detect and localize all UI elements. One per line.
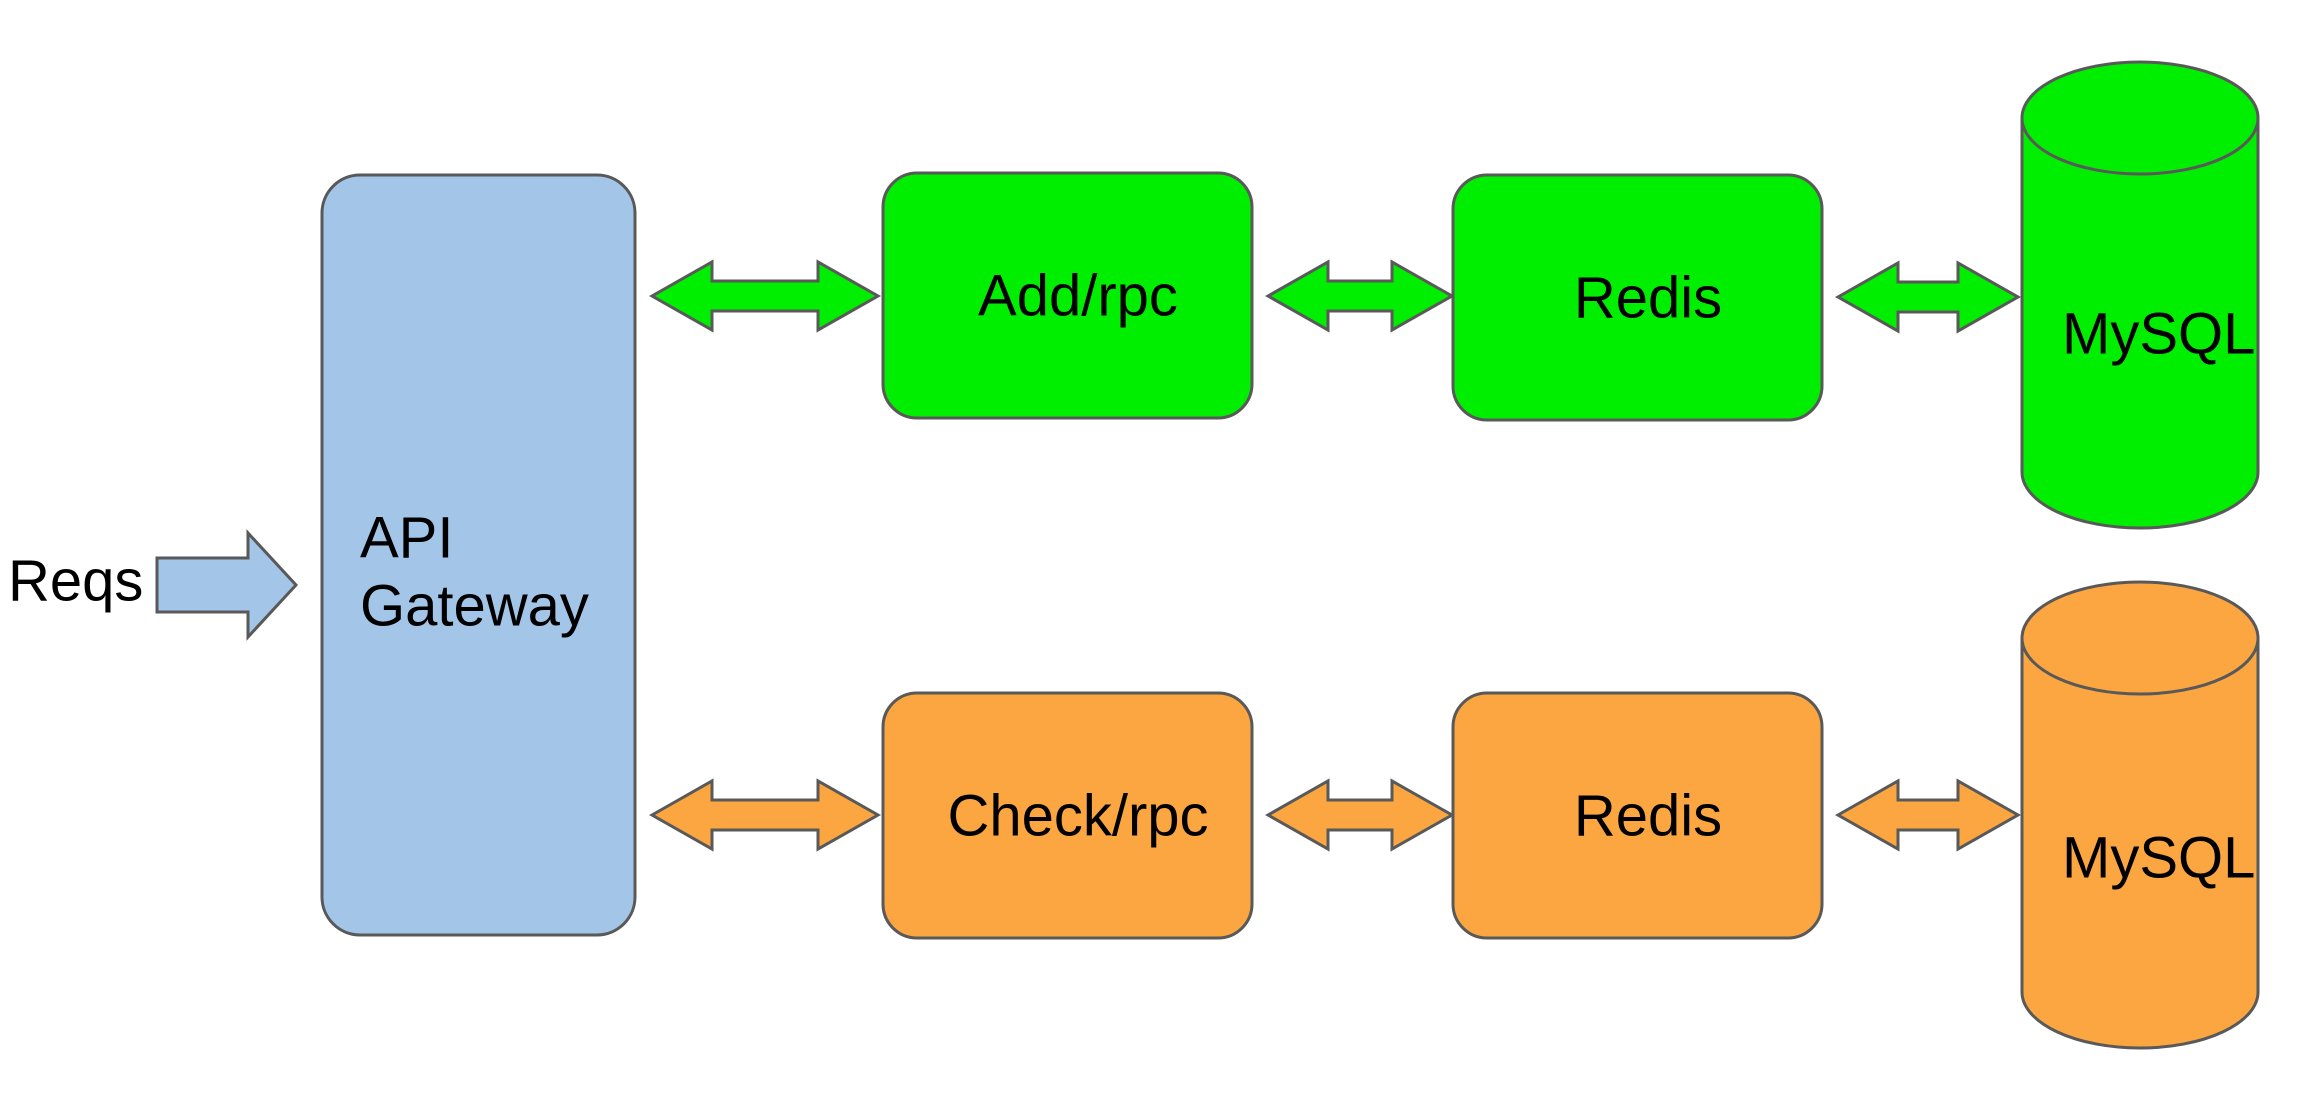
redis-add-node[interactable]	[1451, 173, 1824, 422]
incoming-request-arrow-icon	[155, 529, 299, 641]
add-rpc-node[interactable]	[881, 171, 1254, 420]
mysql-add-node[interactable]	[2020, 60, 2260, 530]
connector-check-rpc-to-redis	[1264, 778, 1456, 852]
mysql-add-label: MySQL	[2062, 301, 2255, 366]
mysql-check-cylinder-top-ellipse	[2020, 637, 2260, 696]
reqs-label: Reqs	[8, 548, 143, 613]
connector-redis-to-mysql-add	[1834, 260, 2022, 334]
check-rpc-label: Check/rpc	[947, 783, 1208, 848]
api-gateway-label-line2: Gateway	[360, 573, 589, 638]
check-rpc-node[interactable]	[881, 691, 1254, 940]
connector-gateway-to-check-rpc	[648, 778, 882, 852]
connector-add-rpc-to-redis	[1264, 259, 1456, 333]
connector-gateway-to-add-rpc	[648, 259, 882, 333]
add-rpc-label: Add/rpc	[978, 263, 1178, 328]
redis-check-label: Redis	[1574, 783, 1722, 848]
api-gateway-label-line1: API	[360, 505, 454, 570]
api-gateway-node[interactable]	[320, 173, 637, 937]
redis-add-label: Redis	[1574, 265, 1722, 330]
mysql-check-label: MySQL	[2062, 825, 2255, 890]
connector-redis-to-mysql-check	[1834, 778, 2022, 852]
mysql-check-node[interactable]	[2020, 580, 2260, 1050]
redis-check-node[interactable]	[1451, 691, 1824, 940]
mysql-add-cylinder-top-ellipse	[2020, 117, 2260, 176]
